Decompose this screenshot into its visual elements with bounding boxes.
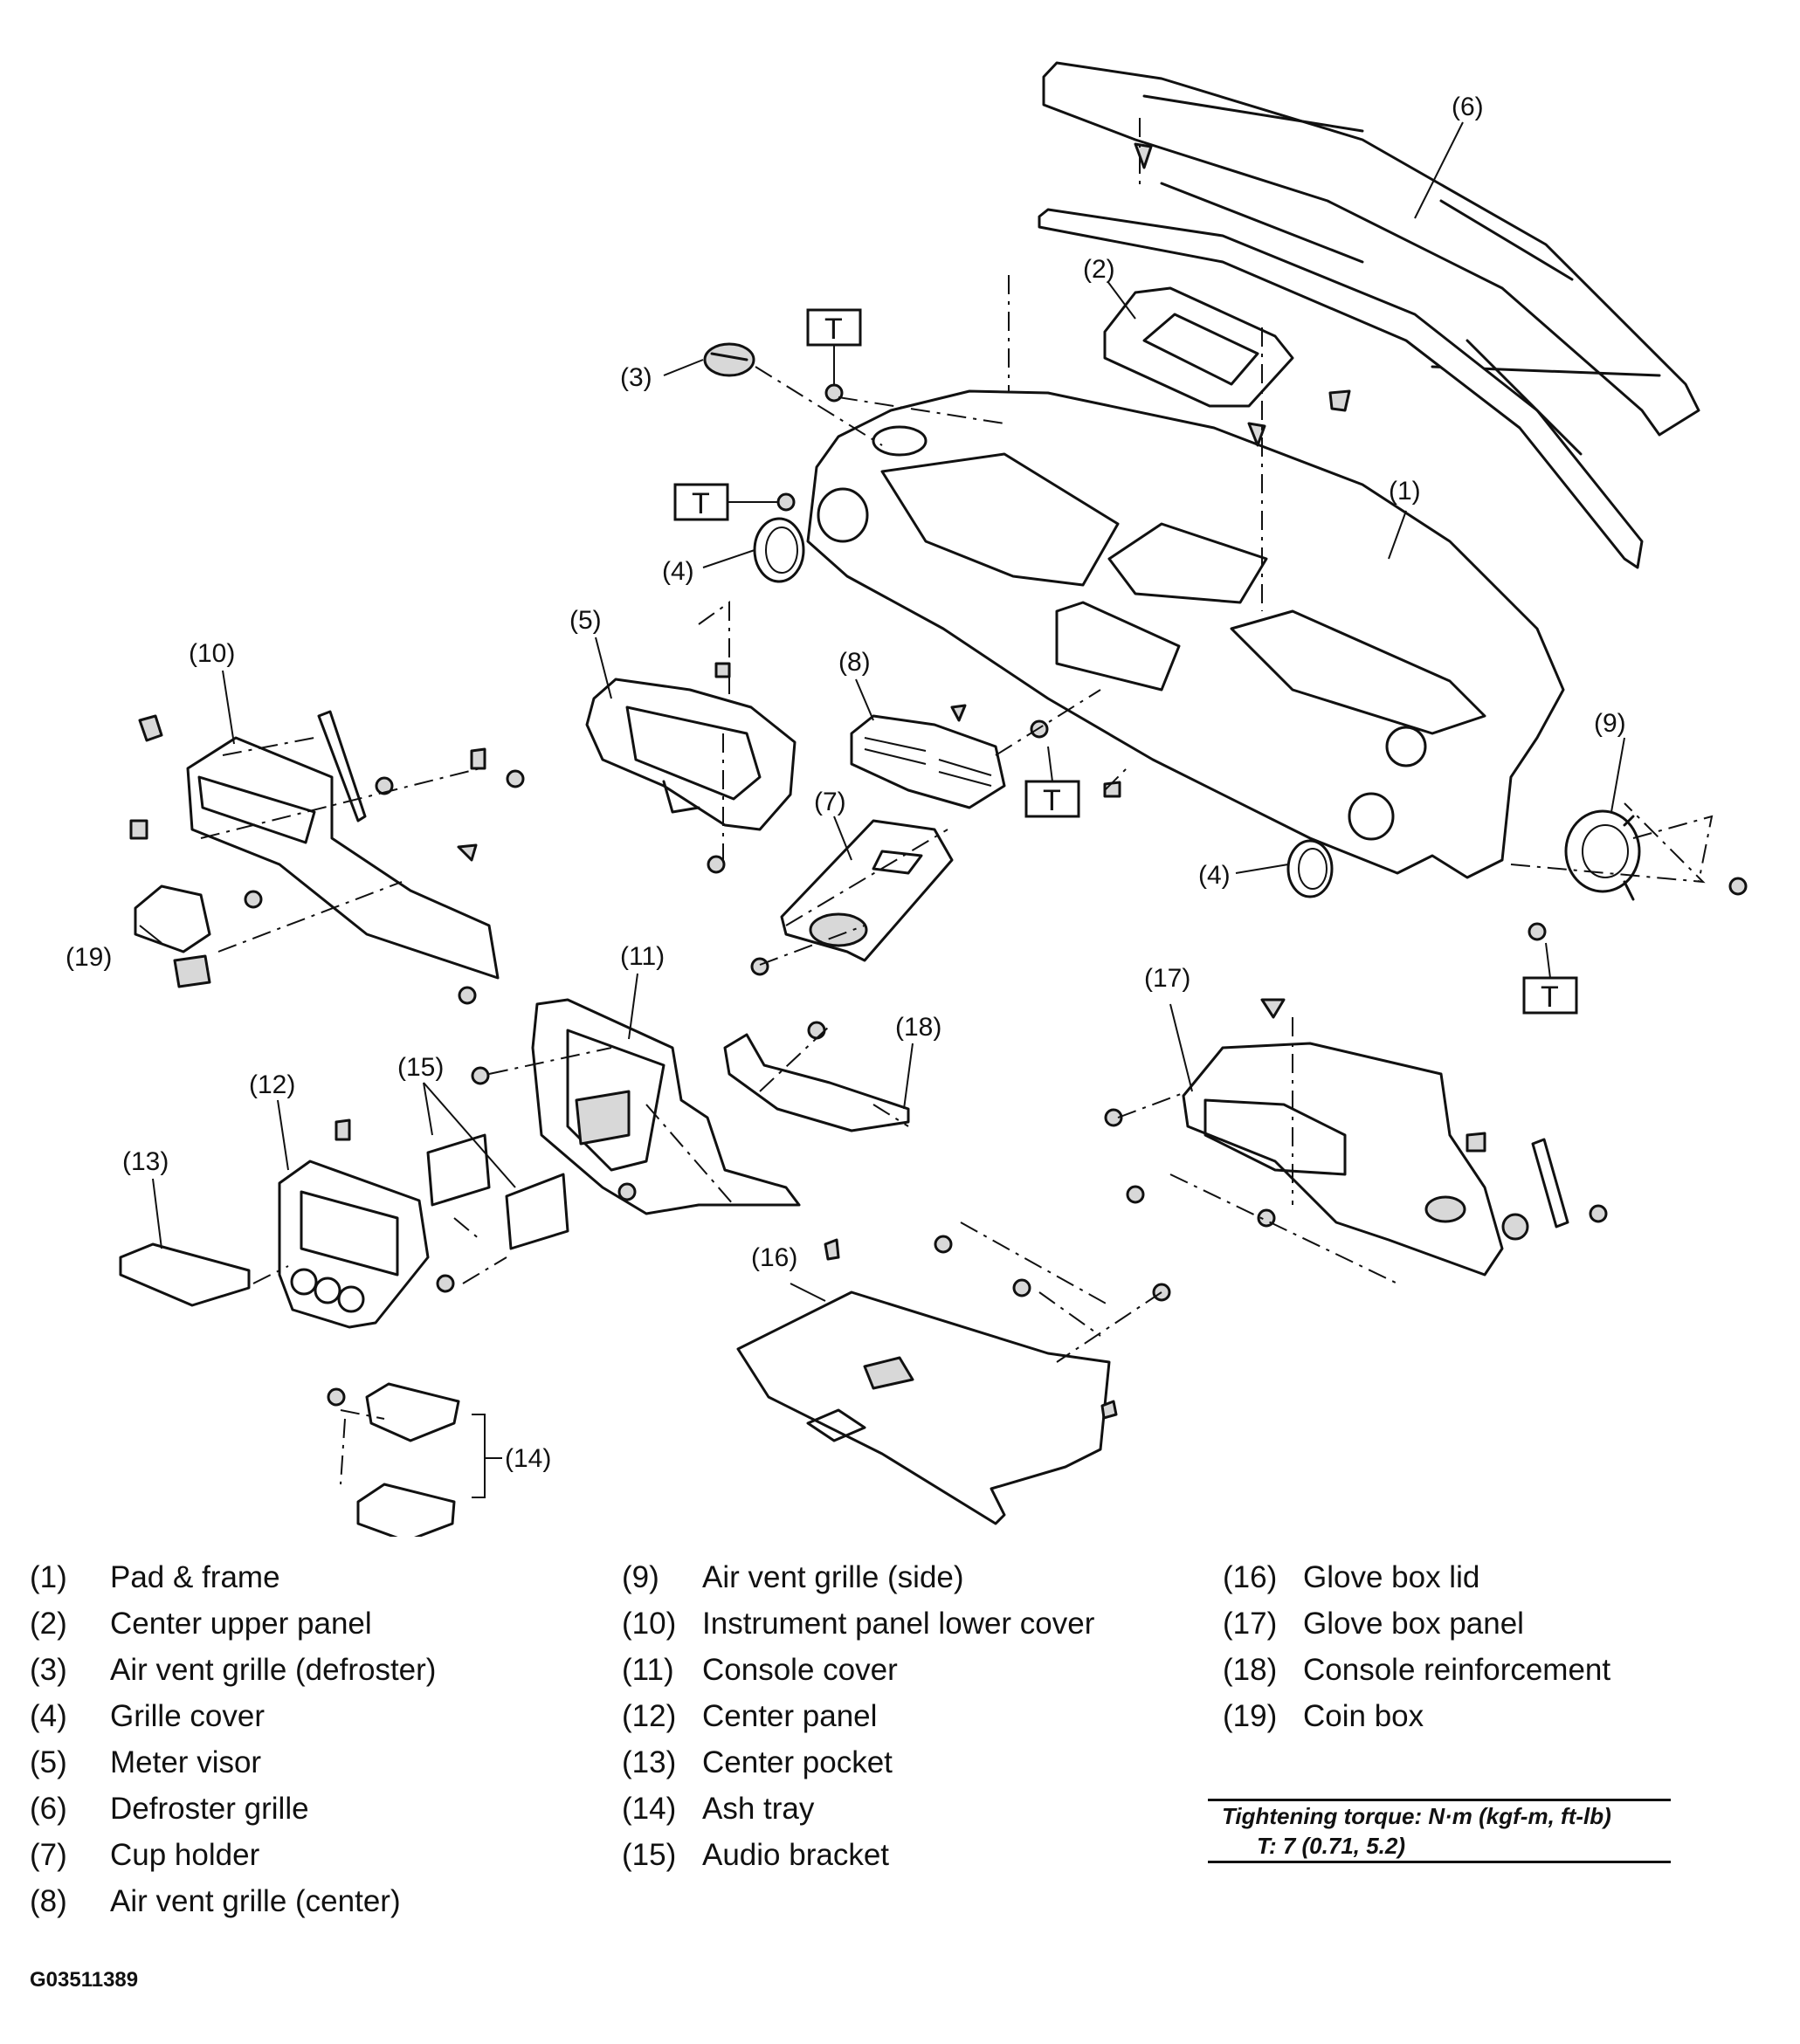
callout-3: (3) bbox=[620, 363, 652, 392]
callout-18: (18) bbox=[895, 1013, 941, 1042]
part-console-cover bbox=[531, 998, 801, 1215]
callout-11: (11) bbox=[620, 942, 665, 971]
callout-15: (15) bbox=[397, 1053, 444, 1082]
exploded-parts-diagram: T T T T (6) (2) (3) (1) (4) (4) (5) (9) … bbox=[66, 61, 1748, 1537]
part-air-vent-grille-side bbox=[1564, 809, 1641, 901]
part-center-panel bbox=[278, 1160, 430, 1329]
torque-marker-2: T bbox=[673, 483, 777, 521]
part-defroster-grille bbox=[1038, 61, 1700, 569]
part-pad-and-frame bbox=[806, 389, 1565, 879]
callout-9: (9) bbox=[1594, 709, 1626, 738]
callout-19: (19) bbox=[66, 943, 112, 972]
callout-leaders bbox=[139, 121, 1625, 1498]
part-center-pocket bbox=[119, 1242, 251, 1307]
part-grille-cover-left bbox=[753, 517, 805, 583]
svg-text:T: T bbox=[1541, 981, 1559, 1014]
part-console-reinforcement bbox=[723, 1033, 910, 1132]
torque-marker-1: T bbox=[806, 308, 862, 384]
part-glove-box-panel bbox=[1182, 1042, 1504, 1277]
part-instrument-panel-lower-cover bbox=[186, 710, 500, 980]
torque-spec: T: 7 (0.71, 5.2) bbox=[1257, 1833, 1406, 1859]
svg-text:T: T bbox=[692, 487, 710, 520]
callout-4-left: (4) bbox=[662, 557, 694, 586]
part-grille-cover-right bbox=[1286, 839, 1334, 898]
part-audio-bracket bbox=[426, 1133, 569, 1250]
part-ash-tray bbox=[356, 1382, 460, 1537]
svg-text:T: T bbox=[824, 313, 843, 346]
callout-17: (17) bbox=[1144, 964, 1190, 993]
torque-top-rule bbox=[1208, 1799, 1671, 1801]
torque-marker-3: T bbox=[1024, 746, 1080, 818]
part-meter-visor bbox=[585, 678, 797, 831]
torque-spec-box: Tightening torque: N·m (kgf-m, ft-lb) T:… bbox=[1208, 1799, 1671, 1863]
callout-7: (7) bbox=[814, 788, 846, 816]
callout-5: (5) bbox=[569, 606, 602, 635]
assembly-alignment-lines bbox=[200, 118, 1714, 1485]
part-cup-holder bbox=[780, 819, 954, 962]
parts-legend: (1)Pad & frame (2)Center upper panel (3)… bbox=[30, 1560, 1611, 1918]
callout-2: (2) bbox=[1083, 255, 1115, 284]
callout-6: (6) bbox=[1452, 93, 1484, 121]
callout-labels: (6) (2) (3) (1) (4) (4) (5) (9) (8) (7) … bbox=[66, 93, 1626, 1473]
part-center-upper-panel bbox=[1103, 286, 1294, 408]
callout-1: (1) bbox=[1389, 477, 1421, 506]
fastener-clips bbox=[129, 142, 1748, 1420]
callout-10: (10) bbox=[189, 639, 235, 668]
figure-code: G03511389 bbox=[30, 1968, 139, 1992]
part-air-vent-grille-defroster bbox=[703, 342, 755, 377]
torque-heading: Tightening torque: N·m (kgf-m, ft-lb) bbox=[1222, 1803, 1611, 1829]
callout-4-right: (4) bbox=[1198, 861, 1231, 890]
torque-marker-4: T bbox=[1522, 942, 1578, 1015]
part-air-vent-grille-center bbox=[850, 714, 1006, 809]
callout-8: (8) bbox=[838, 648, 871, 677]
part-coin-box bbox=[134, 884, 211, 988]
callout-12: (12) bbox=[249, 1070, 295, 1099]
part-glove-box-lid bbox=[736, 1290, 1111, 1525]
svg-text:T: T bbox=[1043, 784, 1061, 817]
torque-bottom-rule bbox=[1208, 1861, 1671, 1863]
callout-16: (16) bbox=[751, 1243, 797, 1272]
callout-14: (14) bbox=[505, 1444, 551, 1473]
callout-13: (13) bbox=[122, 1147, 169, 1176]
